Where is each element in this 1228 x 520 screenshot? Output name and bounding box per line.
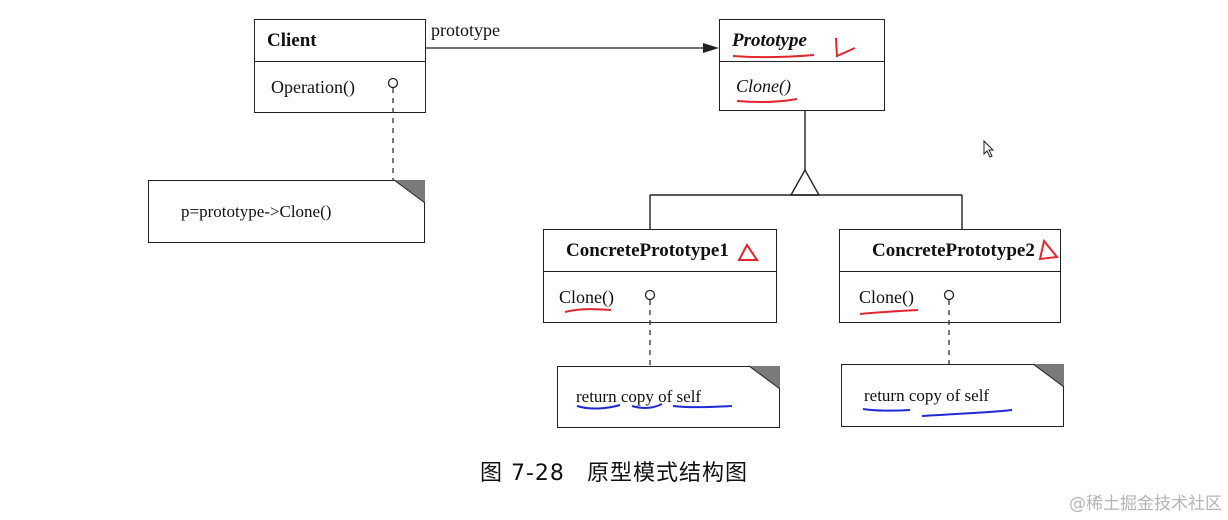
concrete2-triangle-mark (1038, 238, 1059, 261)
association-arrowhead (703, 43, 719, 53)
prototype-class-box: Prototype Clone() (719, 19, 885, 111)
concrete1-note-anchor (644, 289, 656, 301)
prototype-operation: Clone() (736, 75, 791, 96)
note2-copy-self-underline (921, 409, 1013, 417)
figure-number: 图 7-28 (480, 461, 565, 486)
prototype-class-name: Prototype (720, 20, 884, 62)
concrete-prototype2-note-text: return copy of self (864, 385, 990, 405)
client-class-box: Client Operation() (254, 19, 426, 113)
note2-return-underline (862, 408, 911, 412)
client-note-anchor (387, 77, 399, 89)
note1-copy-underline (631, 403, 663, 410)
client-operation: Operation() (271, 76, 355, 97)
inheritance-triangle (789, 168, 821, 196)
client-note: p=prototype->Clone() (148, 180, 425, 243)
concrete-prototype1-operation: Clone() (559, 286, 614, 307)
concrete-prototype1-note: return copy of self (557, 366, 780, 428)
cursor-icon (983, 139, 995, 158)
concrete2-note-anchor (943, 289, 955, 301)
note1-return-underline (576, 404, 621, 410)
concrete-prototype1-name: ConcretePrototype1 (544, 230, 776, 272)
association-label: prototype (431, 20, 500, 40)
client-class-name: Client (255, 20, 425, 62)
client-note-text: p=prototype->Clone() (181, 201, 332, 221)
figure-title: 原型模式结构图 (586, 461, 748, 486)
note1-self-underline (672, 405, 733, 409)
prototype-clone-underline (736, 98, 798, 104)
concrete-prototype1-box: ConcretePrototype1 Clone() (543, 229, 777, 323)
concrete-prototype1-note-text: return copy of self (576, 387, 702, 406)
prototype-underline (732, 54, 815, 59)
figure-caption: 图 7-28 原型模式结构图 (480, 455, 770, 487)
concrete-prototype2-note: return copy of self (841, 364, 1064, 427)
prototype-mark (835, 37, 856, 58)
concrete-prototype2-box: ConcretePrototype2 Clone() (839, 229, 1061, 323)
concrete1-triangle-mark (737, 243, 759, 261)
concrete2-clone-underline (859, 309, 919, 315)
watermark: @稀土掘金技术社区 (1069, 494, 1222, 514)
concrete-prototype2-name: ConcretePrototype2 (840, 230, 1060, 272)
concrete-prototype2-operation: Clone() (859, 286, 914, 307)
concrete1-clone-underline (564, 308, 612, 313)
